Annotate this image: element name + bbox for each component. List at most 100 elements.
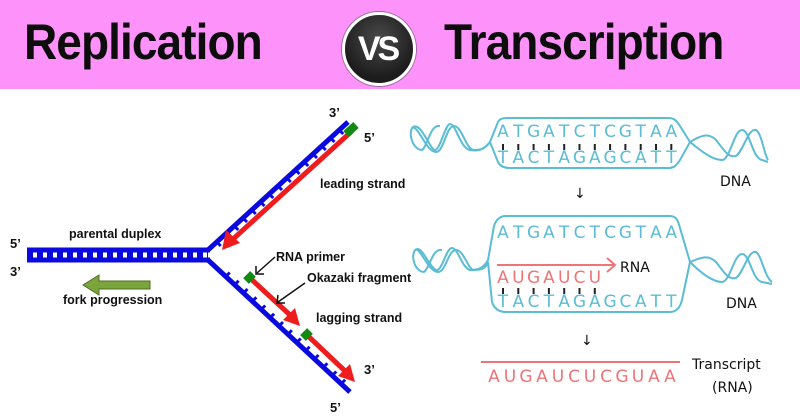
dna1-left-twist (409, 124, 441, 152)
dna2-coding-base: T (635, 223, 647, 243)
replication-fork-diagram: parental duplex fork progression leading… (10, 105, 412, 415)
rna-synthesis-arrow (497, 257, 617, 273)
lagging-base-pair (224, 271, 231, 278)
dna2-left-twist (412, 248, 443, 274)
dna1-template-base: A (512, 148, 524, 168)
transcription-title: Transcription (444, 14, 724, 70)
parental-3prime-label: 3’ (10, 264, 21, 279)
leading-base-pair (250, 208, 257, 216)
callout-arrows (255, 256, 306, 304)
lagging-base-pair (340, 378, 347, 385)
dna2-coding-base: T (512, 223, 524, 243)
dna2-template-base: G (604, 292, 617, 312)
transcript-base: U (632, 367, 644, 387)
dna2-coding-base: T (589, 223, 601, 243)
dna1-coding-base: A (497, 122, 509, 142)
transcript-base: U (584, 367, 596, 387)
lagging-5prime-label: 5’ (330, 400, 341, 415)
vs-badge: VS (342, 12, 416, 86)
transcript-label: Transcript (691, 357, 761, 373)
dna2-rna-base: G (527, 268, 540, 288)
okazaki-fragment-2 (305, 333, 347, 373)
leading-3prime-label: 3’ (329, 105, 340, 120)
dna2-bottom-outline (414, 248, 691, 313)
okazaki-pointer (277, 282, 306, 303)
dna2-base-pair-bonds (502, 288, 596, 294)
lagging-base-pairs (224, 271, 347, 385)
transcript-base: A (536, 367, 548, 387)
rna-label: RNA (620, 260, 650, 276)
lagging-3prime-label: 3’ (364, 362, 375, 377)
dna1-coding-base: A (665, 122, 677, 142)
lagging-base-pair (295, 337, 302, 344)
dna1-template-base: G (573, 148, 586, 168)
dna2-rna-base: A (543, 268, 555, 288)
transcript-base: U (552, 367, 564, 387)
leading-rna-primer (343, 122, 359, 137)
dna2-template-base: A (558, 292, 570, 312)
lagging-base-pair (304, 345, 311, 352)
rna-arrow-head (606, 257, 617, 273)
dna2-template-base: T (543, 292, 555, 312)
transcript-base: U (504, 367, 516, 387)
lagging-base-pair (286, 329, 293, 336)
dna2-template-base: T (665, 292, 677, 312)
okazaki-fragment-label: Okazaki fragment (307, 271, 412, 285)
dna2-template-base: A (635, 292, 647, 312)
leading-arrowhead (222, 230, 240, 250)
parental-duplex (27, 247, 210, 263)
dna2-coding-base: A (650, 223, 662, 243)
dna2-rna-base: C (574, 268, 586, 288)
dna1-coding-base: T (635, 122, 647, 142)
dna1-template-base: T (665, 148, 677, 168)
dna2-label: DNA (726, 296, 757, 312)
replication-title: Replication (24, 14, 263, 70)
dna2-coding-base: C (604, 223, 616, 243)
leading-base-pair (285, 176, 292, 184)
rna-primer-label: RNA primer (276, 250, 345, 264)
dna2-coding-base: C (574, 223, 586, 243)
dna1-template-base: T (543, 148, 555, 168)
dna2-right-helix-a (689, 252, 773, 285)
rna-primer-1 (243, 271, 256, 284)
step-arrow-1: ↓ (574, 186, 586, 202)
dna2-coding-base: A (665, 223, 677, 243)
dna1-template-base: C (619, 148, 631, 168)
transcript-rna-label: (RNA) (712, 380, 753, 396)
fork-progression-arrow (82, 274, 151, 296)
dna1-template-base: C (528, 148, 540, 168)
dna2-template-base: T (650, 292, 662, 312)
lagging-base-pair (322, 362, 329, 369)
lagging-base-pair (277, 320, 285, 328)
dna1-coding-base: C (604, 122, 616, 142)
lagging-base-pair (242, 287, 249, 295)
leading-base-pair (338, 128, 345, 136)
dna1-coding-base: G (527, 122, 540, 142)
dna-step2 (414, 215, 773, 313)
dna2-template-base: T (497, 292, 509, 312)
dna2-top-outline (414, 215, 691, 272)
dna2-rna-base: U (589, 268, 601, 288)
transcript-base: A (488, 367, 500, 387)
okazaki-pointer-head (276, 294, 285, 304)
title-banner: Replication VS Transcription (0, 0, 800, 89)
lagging-strand-label: lagging strand (316, 311, 402, 325)
leading-new-strand (230, 129, 354, 242)
okazaki-arrowhead-2 (338, 364, 355, 382)
rna-primer-pointer (256, 256, 276, 274)
dna2-rna-base: U (558, 268, 570, 288)
parental-5prime-label: 5’ (10, 236, 21, 251)
dna1-template-base: G (604, 148, 617, 168)
dna1-coding-base: T (512, 122, 524, 142)
dna-left-helix-twists (409, 124, 443, 274)
dna1-template-base: A (589, 148, 601, 168)
transcript-base: C (568, 367, 580, 387)
lagging-base-pair (313, 353, 320, 361)
